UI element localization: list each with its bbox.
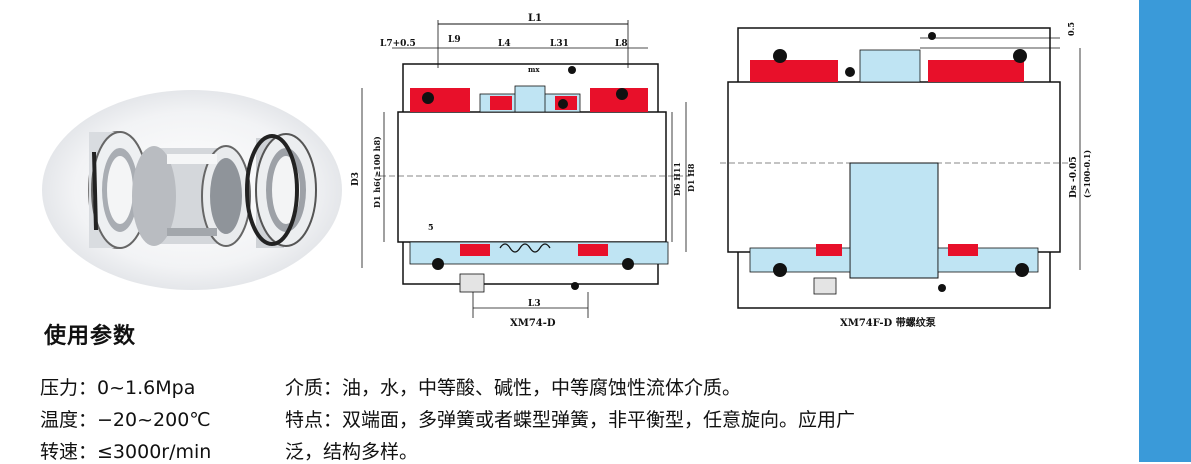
section-heading: 使用参数 [44,324,137,349]
dim-l3: L3 [528,299,541,309]
dim-l9: L9 [448,35,461,45]
dim-d3: D3 [351,172,361,186]
dim-tol05: 0.5 [1066,22,1076,36]
middle-ring [132,145,251,247]
seal-rings-image [88,131,317,249]
dim-d1h6: D1 h6(≥100 h8) [372,136,382,208]
left-ring [88,131,149,249]
dim-mx: mx [528,65,540,74]
param-temperature: 温度：−20~200℃ [40,405,211,432]
param-pressure-label: 压力： [40,377,98,399]
dim-d1h8: D1 H8 [686,163,696,192]
dim-l7: L7+0.5 [380,39,416,49]
product-photo [42,90,342,290]
side-accent-bar [1139,0,1191,462]
dim-l8: L8 [615,39,628,49]
param-speed: 转速：≤3000r/min [40,437,211,464]
top-left-seal [410,88,470,112]
dim-ds-alt: (>100-0.1) [1082,150,1092,198]
param-temperature-label: 温度： [40,409,98,431]
dim-ds: Ds -0.05 [1069,156,1079,198]
right-ring [245,133,317,248]
param-pressure: 压力：0~1.6Mpa [40,373,195,400]
rf-top-left-seal [750,60,838,82]
dim-l4: L4 [498,39,511,49]
param-medium: 介质：油，水，中等酸、碱性，中等腐蚀性流体介质。 [285,377,742,399]
param-speed-value: ≤3000r/min [97,441,212,463]
dim-s5: 5 [428,222,434,232]
caption-xm74-d: XM74-D [510,318,556,329]
drawing-xm74-d: L1 L7+0.5 L9 L4 L31 L8 mx 5 L3 D3 D1 h6(… [351,13,696,329]
param-speed-label: 转速： [40,441,98,463]
param-features: 特点：双端面，多弹簧或者蝶型弹簧，非平衡型，任意旋向。应用广 [285,409,856,431]
dim-l1: L1 [528,13,542,24]
param-features-cont: 泛，结构多样。 [285,441,419,463]
dim-l31: L31 [550,39,569,49]
param-pressure-value: 0~1.6Mpa [97,377,196,399]
param-temperature-value: −20~200℃ [97,409,211,431]
caption-xm74f-d: XM74F-D 带螺纹泵 [840,316,937,329]
rf-top-right-seal [928,60,1024,82]
drawing-xm74f-d: 0.5 Ds -0.05 (>100-0.1) XM74F-D 带螺纹泵 [720,22,1092,329]
dim-d6h11: D6 H11 [672,162,682,196]
